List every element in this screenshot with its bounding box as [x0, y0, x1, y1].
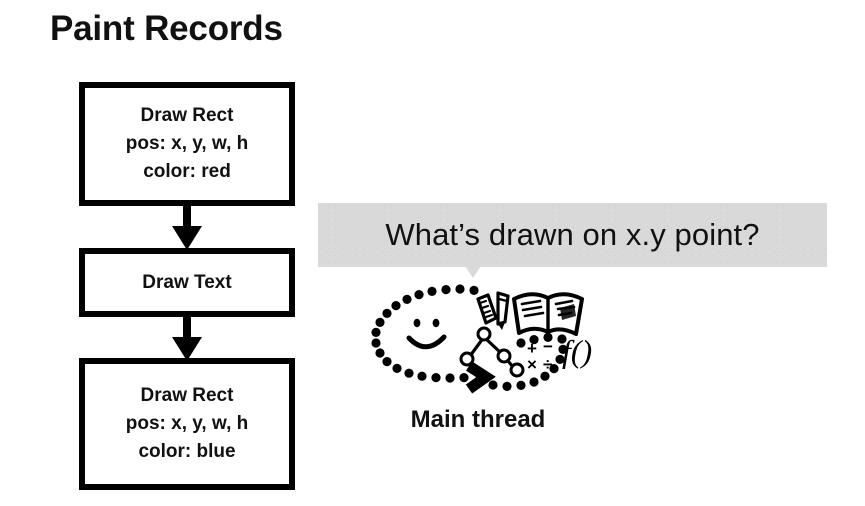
- page-title: Paint Records: [50, 9, 283, 48]
- arrow-head: [172, 226, 202, 250]
- smiley-face-icon: [406, 318, 447, 350]
- chevron-right-icon: [465, 361, 496, 394]
- main-thread-illustration: + − × ÷ f(): [362, 282, 594, 402]
- svg-text:f(): f(): [562, 333, 592, 369]
- flow-arrow-down-icon: [172, 315, 202, 361]
- function-notation-icon: f(): [562, 333, 592, 369]
- speech-bubble-tail: [465, 266, 481, 278]
- arrow-shaft: [183, 315, 191, 341]
- record-operation-label: Draw Text: [142, 271, 232, 293]
- pencil-icon: [496, 291, 510, 330]
- speech-bubble-text: What’s drawn on x.y point?: [385, 217, 760, 252]
- paint-record-box-draw-text: Draw Text: [79, 248, 295, 317]
- ruler-icon: [476, 293, 498, 325]
- main-thread-label: Main thread: [410, 406, 546, 433]
- speech-bubble: What’s drawn on x.y point?: [318, 203, 827, 267]
- record-color-label: color: blue: [138, 441, 236, 462]
- dotted-oval-face-icon: [371, 284, 568, 391]
- svg-text:÷: ÷: [543, 355, 552, 374]
- svg-text:×: ×: [527, 355, 537, 374]
- record-color-label: color: red: [143, 161, 231, 182]
- open-book-icon: [512, 292, 584, 336]
- arrow-shaft: [183, 204, 191, 230]
- record-pos-label: pos: x, y, w, h: [125, 133, 249, 154]
- record-operation-label: Draw Rect: [140, 105, 234, 126]
- svg-text:−: −: [543, 337, 553, 356]
- arrow-head: [172, 337, 202, 361]
- flow-arrow-down-icon: [172, 204, 202, 250]
- svg-text:+: +: [527, 339, 537, 358]
- record-operation-label: Draw Rect: [140, 385, 234, 406]
- paint-record-box-draw-rect-red: Draw Rect pos: x, y, w, h color: red: [79, 82, 295, 206]
- record-pos-label: pos: x, y, w, h: [125, 413, 249, 434]
- paint-record-box-draw-rect-blue: Draw Rect pos: x, y, w, h color: blue: [79, 358, 295, 490]
- math-operators-icon: + − × ÷: [527, 337, 553, 374]
- node-tree-icon: [459, 326, 525, 378]
